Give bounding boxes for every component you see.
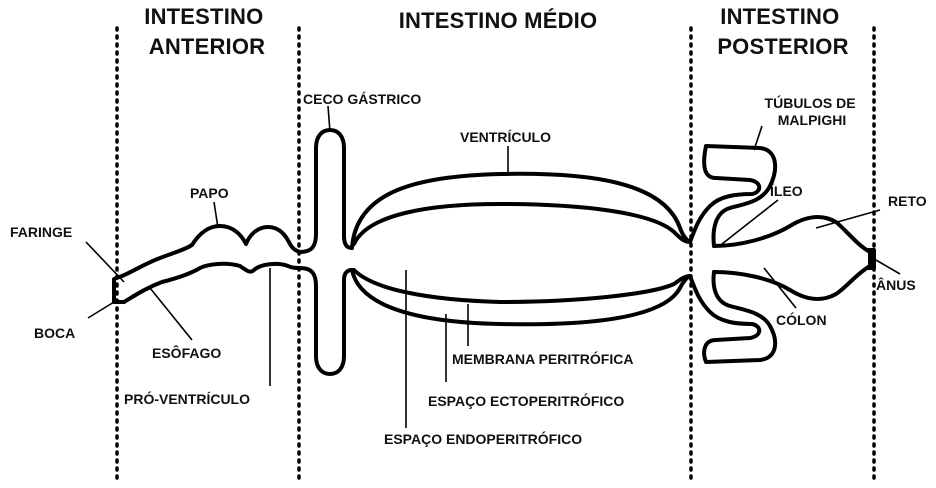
ileum-rectum-upper xyxy=(714,217,870,252)
label-reto: RETO xyxy=(888,193,927,209)
leader-esofago xyxy=(150,288,192,340)
label-ceco-gastrico: CECO GÁSTRICO xyxy=(303,91,421,107)
label-ileo: ÍLEO xyxy=(770,183,803,199)
gut-drawing xyxy=(114,130,874,374)
malpighian-tubule-upper xyxy=(690,146,775,246)
label-esofago: ESÔFAGO xyxy=(152,344,221,361)
ventriculus-outer-upper xyxy=(352,174,690,248)
malpighian-tubule-lower xyxy=(690,272,775,362)
labels: FARINGE BOCA PAPO ESÔFAGO PRÓ-VENTRÍCULO… xyxy=(10,91,927,447)
leader-anus xyxy=(876,260,900,274)
label-anus: ÂNUS xyxy=(876,276,916,293)
label-membrana-peritrofica: MEMBRANA PERITRÓFICA xyxy=(452,350,633,367)
anus-shape xyxy=(868,250,874,268)
label-faringe: FARINGE xyxy=(10,224,72,240)
ileum-rectum-lower xyxy=(714,266,870,299)
label-colon: CÓLON xyxy=(776,311,827,328)
section-dividers xyxy=(117,28,874,484)
gastric-caecum-lower xyxy=(300,268,352,374)
ventriculus-outer-lower xyxy=(352,270,690,324)
label-pro-ventriculo: PRÓ-VENTRÍCULO xyxy=(124,390,250,407)
label-papo: PAPO xyxy=(190,185,229,201)
section-title-anterior: INTESTINO ANTERIOR xyxy=(144,4,269,59)
label-boca: BOCA xyxy=(34,325,75,341)
foregut-lower-outline xyxy=(124,264,300,302)
label-tubulos-malpighi: TÚBULOS DE MALPIGHI xyxy=(765,94,860,128)
leader-boca xyxy=(88,302,114,318)
peritrophic-membrane-lower xyxy=(354,270,690,302)
leader-colon xyxy=(764,268,796,308)
section-title-posterior: INTESTINO POSTERIOR xyxy=(717,4,848,59)
label-espaco-endoperitrofico: ESPAÇO ENDOPERITRÓFICO xyxy=(384,430,582,447)
foregut-upper-outline xyxy=(122,226,300,276)
label-ventriculo: VENTRÍCULO xyxy=(460,129,551,145)
label-espaco-ectoperitrofico: ESPAÇO ECTOPERITRÓFICO xyxy=(428,392,624,409)
leader-papo xyxy=(214,202,218,228)
section-title-medio: INTESTINO MÉDIO xyxy=(399,8,598,33)
peritrophic-membrane-upper xyxy=(354,204,690,244)
gastric-caecum-upper xyxy=(300,130,352,252)
